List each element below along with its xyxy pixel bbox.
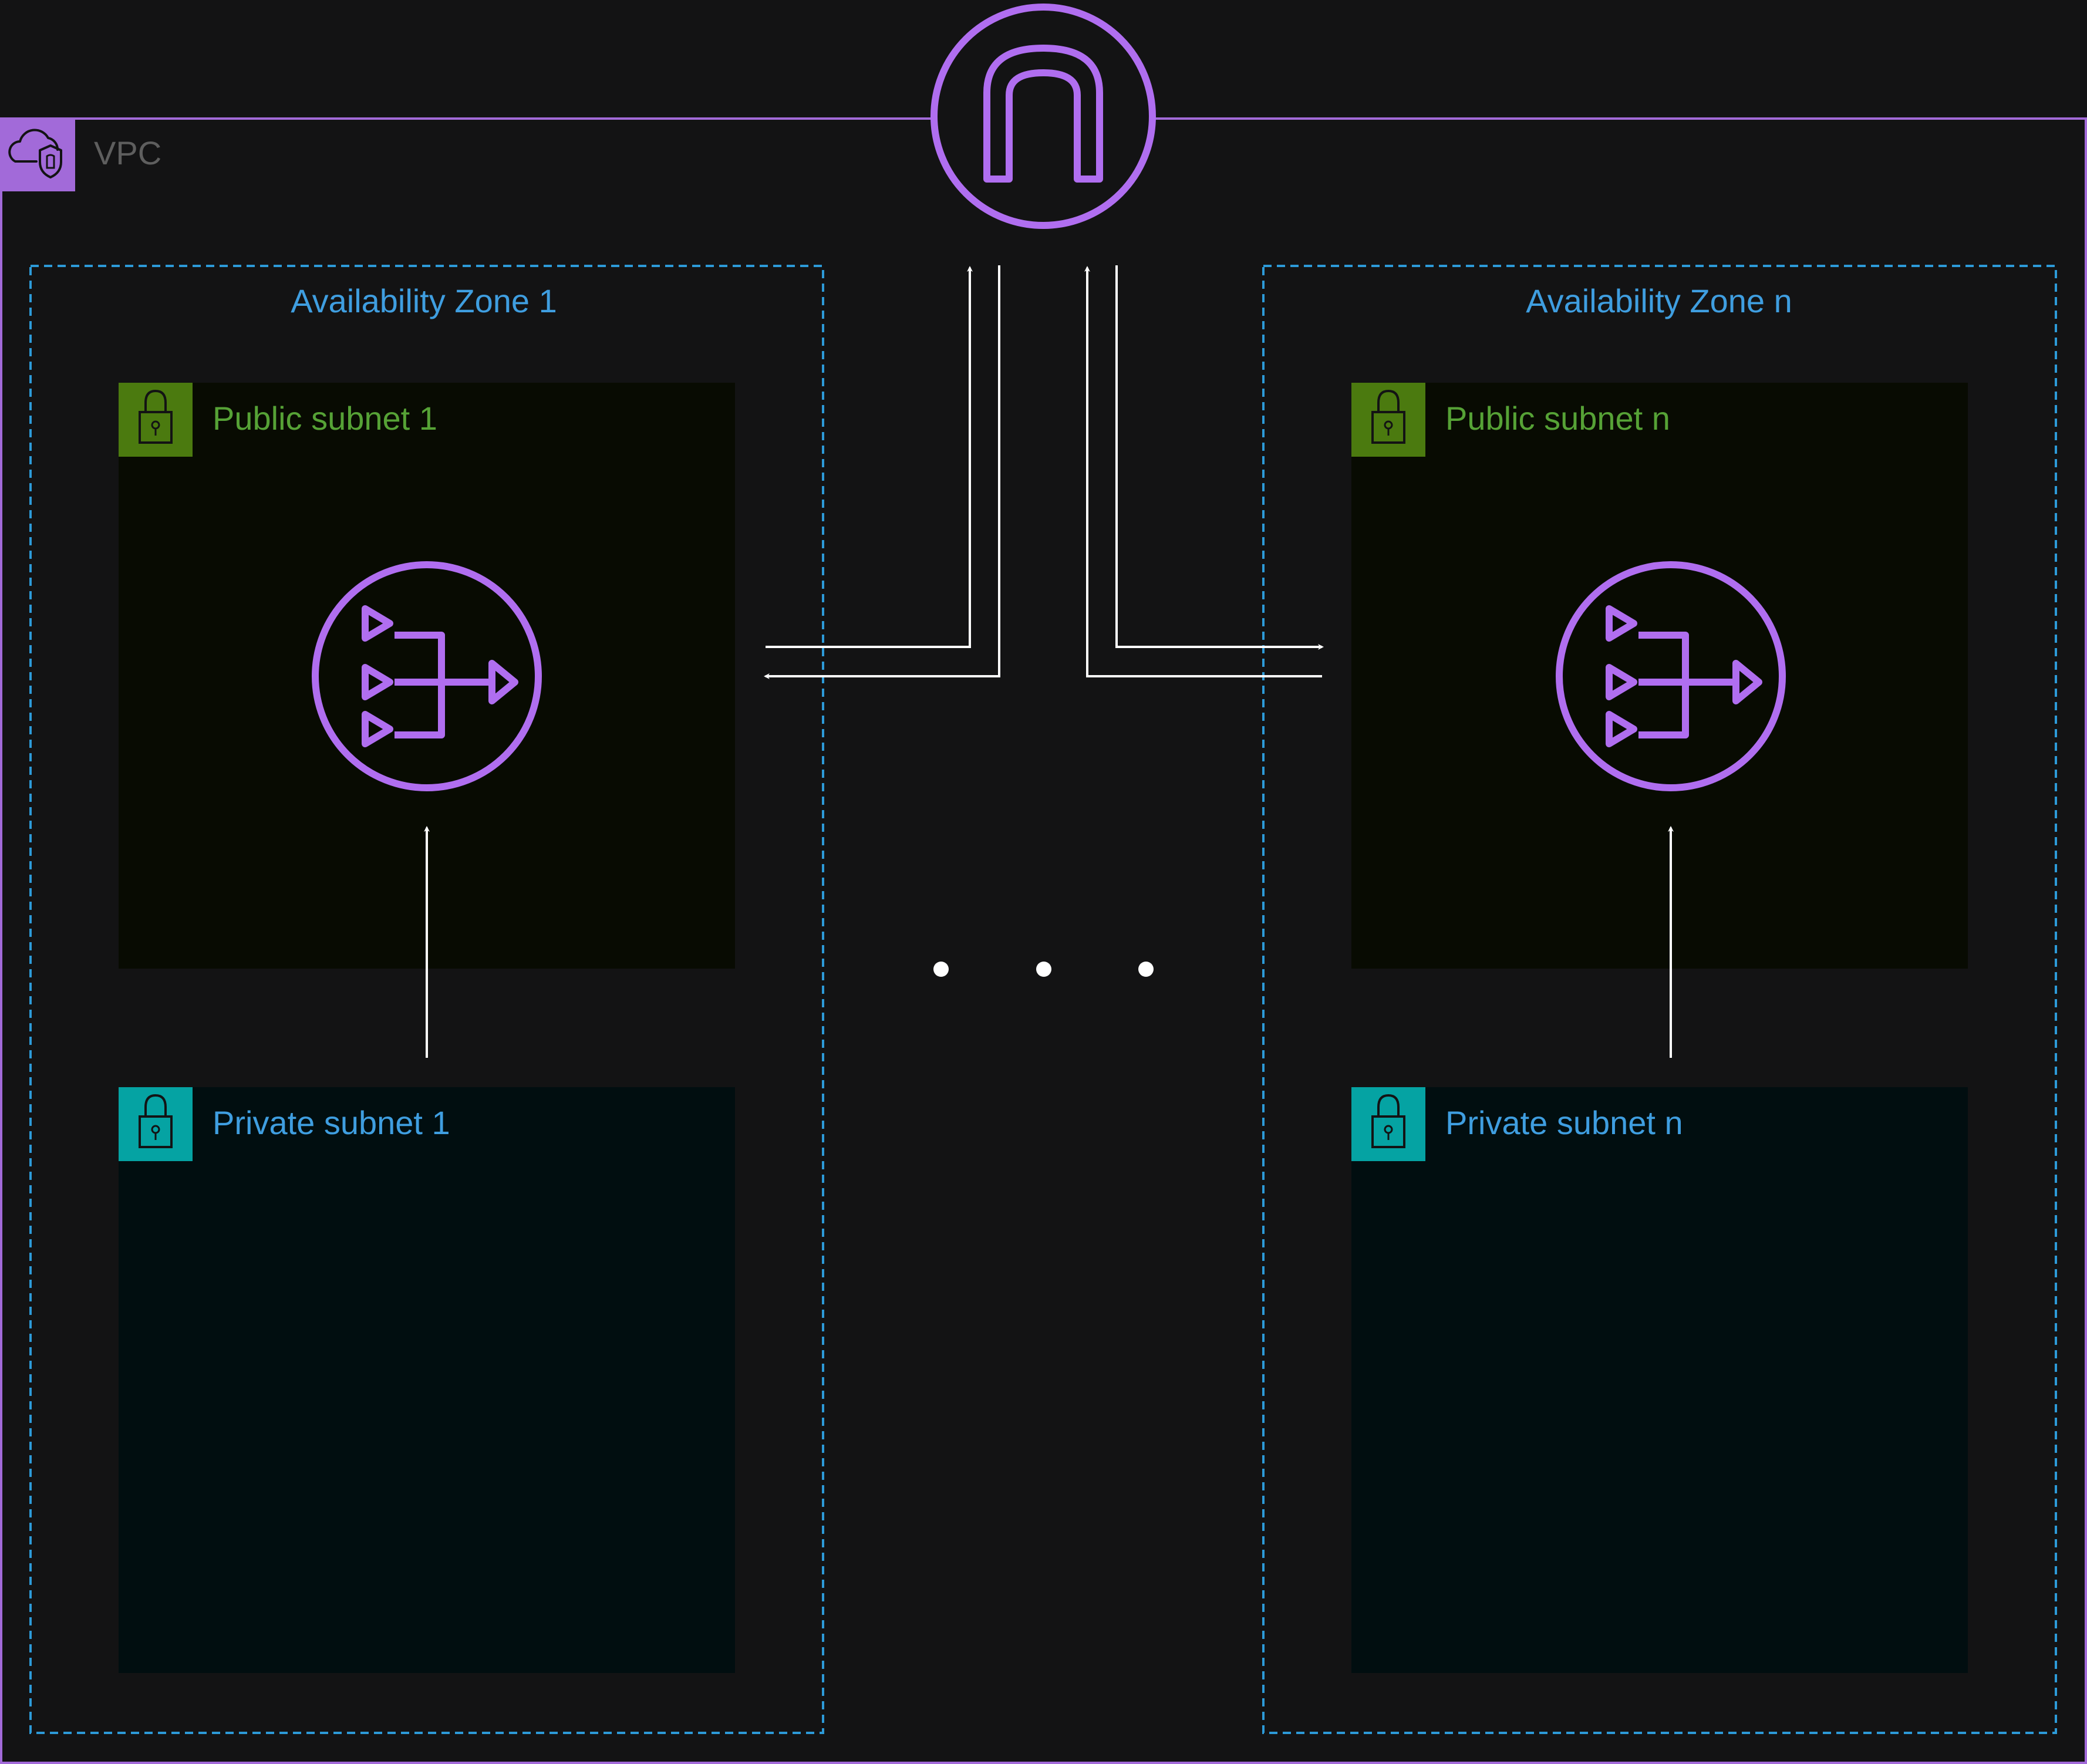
public-subnet-n-area — [1351, 383, 1968, 969]
public-subnet-n-label: Public subnet n — [1445, 400, 1670, 437]
vpc-label: VPC — [94, 134, 161, 171]
ellipsis-dot — [1138, 962, 1154, 977]
private-subnet-n: Private subnet n — [1351, 1087, 1968, 1673]
zone-n-border — [1262, 265, 2057, 1734]
zone-n-label: Availability Zone n — [1526, 282, 1792, 319]
private-subnet-1-label: Private subnet 1 — [213, 1104, 450, 1141]
internet-gateway-icon[interactable] — [930, 4, 1156, 229]
nat-gateway-icon[interactable] — [312, 561, 542, 791]
private-subnet-1: Private subnet 1 — [119, 1087, 735, 1673]
vpc-cloud-shield-icon — [0, 117, 75, 191]
private-subnet-n-label: Private subnet n — [1445, 1104, 1683, 1141]
availability-zone-1: Availability Zone 1 Public subnet 1 — [29, 265, 824, 1734]
arrow-nat-1-to-igw — [766, 266, 973, 648]
lock-icon — [1351, 383, 1425, 457]
ellipsis-dot — [1036, 962, 1051, 977]
arrow-nat-n-to-igw — [1084, 266, 1322, 677]
private-subnet-n-area — [1351, 1087, 1968, 1673]
zone-1-label: Availability Zone 1 — [291, 282, 557, 319]
public-subnet-1-label: Public subnet 1 — [213, 400, 437, 437]
zone-1-border — [29, 265, 824, 1734]
ellipsis-dot — [933, 962, 949, 977]
nat-gateway-icon[interactable] — [1556, 561, 1786, 791]
availability-zone-n: Availability Zone n Public subnet n — [1262, 265, 2057, 1734]
lock-icon — [119, 1087, 193, 1161]
lock-icon — [1351, 1087, 1425, 1161]
more-zones-ellipsis — [933, 962, 1154, 977]
arrow-igw-to-nat-n — [1115, 265, 1324, 650]
private-subnet-1-area — [119, 1087, 735, 1673]
arrow-igw-to-nat-1 — [764, 265, 1000, 679]
public-subnet-n: Public subnet n — [1351, 383, 1968, 969]
lock-icon — [119, 383, 193, 457]
